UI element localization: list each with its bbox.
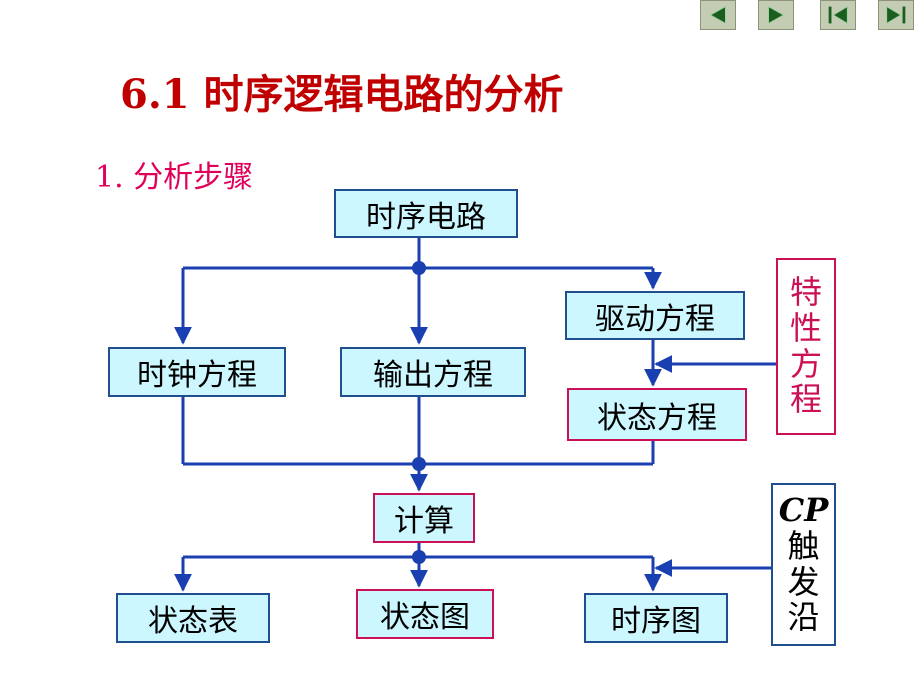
state-equation-node: 状态方程 bbox=[567, 388, 747, 441]
triangle-right-icon bbox=[768, 5, 785, 25]
triangle-left-icon bbox=[709, 5, 726, 25]
timing-diagram-node: 时序图 bbox=[584, 593, 728, 643]
sequential-circuit-node: 时序电路 bbox=[334, 189, 518, 238]
cp-label: CP bbox=[778, 490, 829, 529]
clock-equation-node: 时钟方程 bbox=[108, 347, 286, 397]
skip-to-end-icon bbox=[886, 5, 906, 25]
characteristic-char: 程 bbox=[789, 380, 822, 419]
state-table-node: 状态表 bbox=[116, 593, 270, 643]
state-diagram-node: 状态图 bbox=[356, 589, 494, 639]
characteristic-char: 性 bbox=[789, 308, 822, 347]
cp-edge-char: 沿 bbox=[787, 598, 820, 637]
last-slide-button[interactable] bbox=[878, 0, 914, 30]
cp-edge-char: 触 bbox=[787, 526, 820, 565]
characteristic-char: 方 bbox=[789, 344, 822, 383]
characteristic-equation-node: 特 性 方 程 bbox=[776, 258, 836, 435]
prev-slide-button[interactable] bbox=[700, 0, 736, 30]
characteristic-char: 特 bbox=[789, 272, 822, 311]
page-title: 6.1 时序逻辑电路的分析 bbox=[120, 71, 564, 118]
cp-edge-char: 发 bbox=[787, 562, 820, 601]
section-subtitle: 1. 分析步骤 bbox=[95, 160, 254, 195]
drive-equation-node: 驱动方程 bbox=[565, 291, 745, 340]
next-slide-button[interactable] bbox=[758, 0, 794, 30]
skip-to-start-icon bbox=[828, 5, 848, 25]
first-slide-button[interactable] bbox=[820, 0, 856, 30]
cp-edge-node: CP 触 发 沿 bbox=[771, 483, 836, 646]
output-equation-node: 输出方程 bbox=[340, 347, 526, 397]
compute-node: 计算 bbox=[373, 493, 475, 543]
